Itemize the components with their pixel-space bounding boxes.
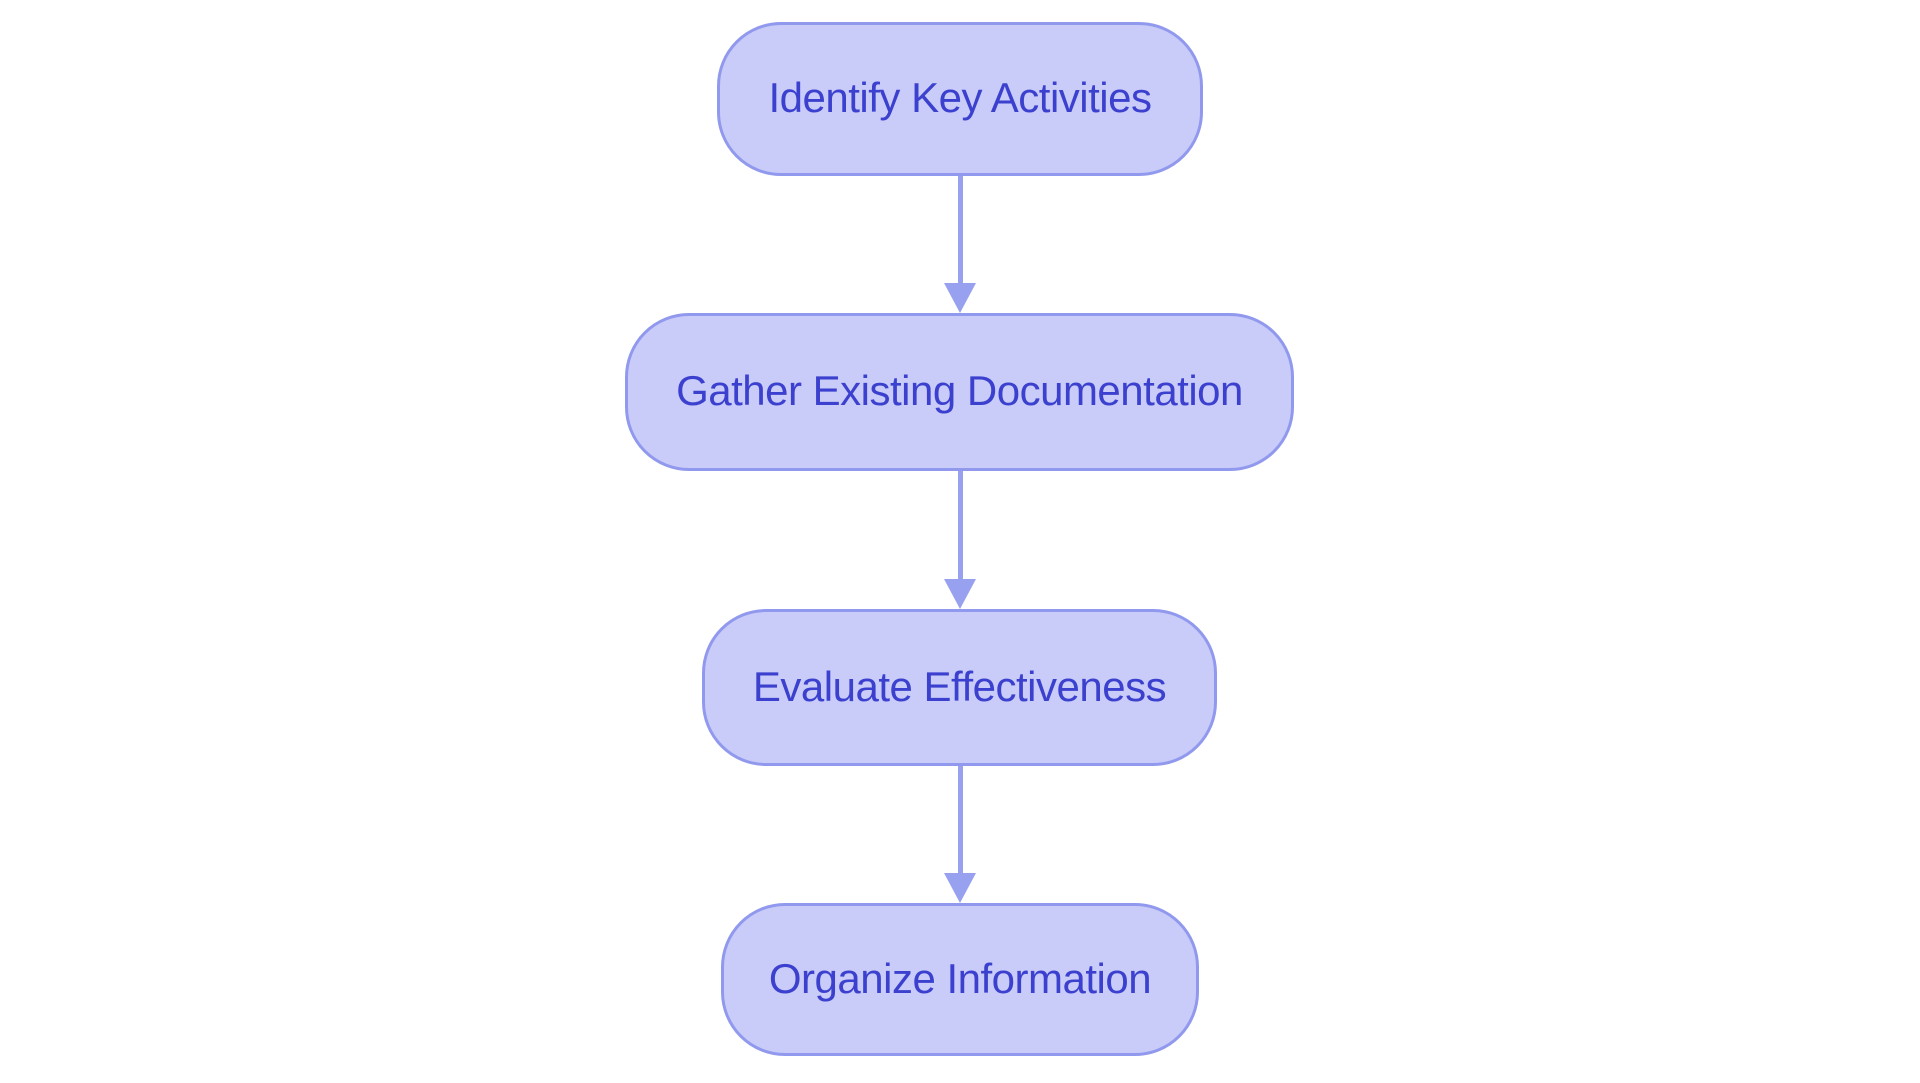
arrow-stem bbox=[957, 766, 963, 873]
arrow-down-icon bbox=[944, 873, 976, 903]
node-label: Identify Key Activities bbox=[768, 74, 1152, 121]
flowchart-node-evaluate-effectiveness: Evaluate Effectiveness bbox=[702, 609, 1217, 766]
flowchart-node-gather-existing-documentation: Gather Existing Documentation bbox=[625, 313, 1294, 471]
arrow-down-icon bbox=[944, 283, 976, 313]
flowchart-edge-n1-n2 bbox=[944, 176, 976, 313]
node-label: Evaluate Effectiveness bbox=[752, 662, 1167, 710]
arrow-down-icon bbox=[944, 579, 976, 609]
flowchart-node-identify-key-activities: Identify Key Activities bbox=[717, 22, 1203, 176]
flowchart-edge-n3-n4 bbox=[944, 766, 976, 903]
node-label: Organize Information bbox=[768, 954, 1152, 1002]
arrow-stem bbox=[957, 176, 963, 283]
arrow-stem bbox=[957, 471, 963, 579]
flowchart-edge-n2-n3 bbox=[944, 471, 976, 609]
node-label: Gather Existing Documentation bbox=[676, 367, 1243, 414]
flowchart-node-organize-information: Organize Information bbox=[721, 903, 1199, 1056]
